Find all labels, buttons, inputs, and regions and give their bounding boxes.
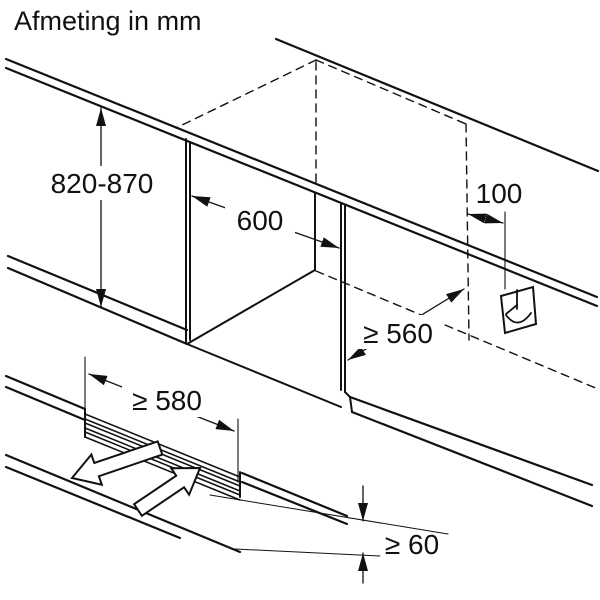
dimension-recess-width: ≥ 580 bbox=[84, 356, 239, 483]
niche-depth-label: ≥ 560 bbox=[363, 318, 433, 349]
worktop-front-edge bbox=[4, 57, 599, 308]
detail-floor-lines bbox=[4, 453, 242, 554]
dimension-plinth-gap: ≥ 60 bbox=[358, 485, 439, 584]
floor-front-edge bbox=[6, 254, 189, 346]
right-cabinet-side-wall bbox=[340, 203, 353, 413]
gap-boundary-lines bbox=[209, 494, 449, 557]
dimension-height: 820-870 bbox=[44, 107, 160, 308]
plinth-strip-left bbox=[4, 374, 87, 438]
niche-width-label: 600 bbox=[237, 205, 284, 236]
socket-icon bbox=[499, 285, 538, 335]
recess-width-label: ≥ 580 bbox=[132, 385, 202, 416]
niche-dashed-outline bbox=[175, 59, 599, 390]
plinth-strip-right bbox=[239, 471, 349, 526]
airflow-arrows bbox=[70, 440, 202, 518]
airflow-in-arrow bbox=[132, 466, 202, 518]
dimension-socket-offset: 100 bbox=[467, 178, 523, 290]
socket-offset-label: 100 bbox=[476, 178, 523, 209]
dimension-niche-depth: ≥ 560 bbox=[347, 288, 465, 361]
wall-back-edge bbox=[274, 37, 600, 173]
page-title: Afmeting in mm bbox=[14, 6, 202, 36]
left-cabinet-side-wall bbox=[185, 138, 191, 344]
main-installation-diagram: 820-870 600 ≥ 560 100 bbox=[4, 37, 600, 508]
height-range-label: 820-870 bbox=[51, 168, 154, 199]
plinth-detail-diagram: ≥ 580 ≥ 60 bbox=[4, 356, 449, 584]
airflow-out-arrow bbox=[70, 440, 164, 487]
plinth-gap-label: ≥ 60 bbox=[385, 529, 439, 560]
dimension-niche-width: 600 bbox=[191, 195, 340, 249]
right-cabinet-plinth bbox=[348, 395, 594, 508]
